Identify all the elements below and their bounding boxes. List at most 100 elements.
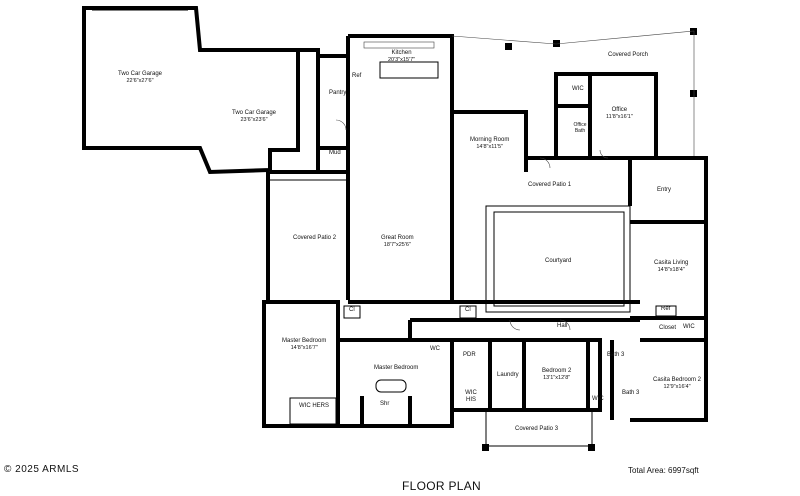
hall-walls: [348, 300, 640, 340]
shr-name: Shr: [380, 401, 390, 407]
covered-porch-name: Covered Porch: [608, 52, 649, 58]
cl-mid-name: Cl: [465, 307, 471, 313]
label-great-room: Great Room 18'7"x25'6": [381, 235, 414, 249]
bedroom2-name: Bedroom 2: [542, 368, 572, 374]
label-hall: Hall: [557, 323, 567, 330]
label-courtyard: Courtyard: [545, 258, 571, 265]
porch-post: [553, 40, 560, 47]
ref-box: [655, 305, 677, 317]
master-bedroom-dim: 14'8"x16'7": [290, 345, 318, 351]
garage1-dim: 22'6"x27'6": [126, 78, 154, 84]
bath3a-name: Bath 3: [607, 352, 625, 358]
covered-patio2-name: Covered Patio 2: [293, 235, 337, 241]
master-tub: [375, 379, 407, 393]
label-closet: Closet: [659, 325, 676, 332]
porch-post: [505, 43, 512, 50]
label-pantry: Pantry: [329, 90, 346, 97]
door-swing: [539, 157, 551, 169]
porch-post: [588, 444, 595, 451]
wic-b-name: WIC: [592, 396, 604, 402]
pantry-walls: [318, 54, 350, 174]
label-cl-left: Cl: [349, 307, 355, 314]
door-swing: [335, 119, 347, 131]
wic-hers-name: WIC HERS: [299, 403, 329, 409]
bath3b-name: Bath 3: [622, 390, 640, 396]
master-bedroom-bath-name: Master Bedroom: [374, 365, 419, 371]
great-room-dim: 18'7"x25'6": [383, 242, 411, 248]
label-covered-patio1: Covered Patio 1: [528, 182, 571, 189]
label-garage2: Two Car Garage 23'6"x23'6": [232, 110, 276, 124]
office-name: Office: [611, 107, 628, 113]
casita-walls: [630, 220, 708, 422]
bedroom2-dim: 13'1"x12'8": [543, 375, 571, 381]
copyright-watermark: © 2025 ARMLS: [4, 464, 79, 475]
mud-name: Mud: [329, 150, 341, 156]
label-office-bath: Office Bath: [572, 122, 588, 134]
ref2-name: Ref: [661, 306, 671, 312]
morning-room-dim: 14'8"x11'5": [476, 144, 504, 150]
label-laundry: Laundry: [497, 372, 519, 379]
kitchen-counter: [363, 41, 435, 49]
closet-name: Closet: [659, 325, 677, 331]
wic-his-name: WIC HIS: [465, 390, 477, 403]
total-area-text: Total Area: 6997sqft: [628, 466, 699, 475]
kitchen-dim: 20'3"x15'7": [388, 57, 416, 63]
label-wic-his: WIC HIS: [463, 390, 479, 404]
wc-name: WC: [430, 346, 440, 352]
office-dim: 11'8"x16'1": [606, 114, 633, 120]
label-shr: Shr: [380, 401, 389, 408]
master-bath-walls: [338, 338, 454, 428]
label-morning-room: Morning Room 14'8"x11'5": [470, 137, 509, 151]
casita-bedroom2-walls: [610, 338, 706, 420]
patio1-walls: [526, 156, 708, 226]
wic-hers-box: [289, 397, 337, 425]
garage2-dim: 23'6"x23'6": [240, 117, 268, 123]
wic-office-name: WIC: [572, 86, 584, 92]
garage1-walls: [82, 6, 300, 175]
master-bedroom-name: Master Bedroom: [282, 338, 327, 344]
label-wc: WC: [430, 346, 440, 353]
hall-name: Hall: [557, 323, 568, 329]
label-covered-patio3: Covered Patio 3: [515, 426, 558, 433]
covered-patio1-name: Covered Patio 1: [528, 182, 572, 188]
laundry-name: Laundry: [497, 372, 519, 378]
page-title: FLOOR PLAN: [402, 479, 481, 493]
casita-living-name: Casita Living: [654, 260, 689, 266]
label-ref2: Ref: [661, 306, 670, 313]
casita-living-dim: 14'8"x18'4": [657, 267, 685, 273]
copyright-text: 2025 ARMLS: [15, 464, 80, 475]
porch-post: [690, 90, 697, 97]
pdr-name: PDR: [463, 352, 476, 358]
ref-name: Ref: [352, 73, 362, 79]
caption-text: FLOOR PLAN: [402, 479, 482, 493]
closet-box: [343, 305, 361, 319]
label-ref: Ref: [352, 73, 361, 80]
porch-post: [690, 28, 697, 35]
label-mud: Mud: [329, 150, 341, 157]
label-master-bedroom-bath: Master Bedroom: [374, 365, 418, 372]
label-bedroom2: Bedroom 2 13'1"x12'8": [542, 368, 571, 382]
label-covered-patio2: Covered Patio 2: [293, 235, 336, 242]
cl-left-name: Cl: [349, 307, 355, 313]
door-swing: [599, 149, 609, 159]
porch-outline: [451, 30, 695, 158]
label-kitchen: Kitchen 20'3"x15'7": [388, 50, 415, 64]
courtyard-name: Courtyard: [545, 258, 572, 264]
label-pdr: PDR: [463, 352, 476, 359]
entry-name: Entry: [657, 187, 672, 193]
pantry-name: Pantry: [329, 90, 347, 96]
great-room-walls: [266, 172, 454, 300]
label-wic-hers: WIC HERS: [299, 403, 329, 410]
courtyard-outline: [485, 205, 631, 313]
label-master-bedroom: Master Bedroom 14'8"x16'7": [282, 338, 326, 352]
label-bath3b: Bath 3: [622, 390, 639, 397]
garage2-walls: [270, 48, 320, 174]
covered-patio3-name: Covered Patio 3: [515, 426, 559, 432]
patio3-outline: [485, 410, 593, 447]
label-bath3a: Bath 3: [607, 352, 624, 359]
bedroom2-walls: [452, 338, 602, 412]
label-entry: Entry: [657, 187, 671, 194]
label-casita-living: Casita Living 14'8"x18'4": [654, 260, 688, 274]
label-cl-mid: Cl: [465, 307, 471, 314]
closet-box: [459, 305, 477, 319]
